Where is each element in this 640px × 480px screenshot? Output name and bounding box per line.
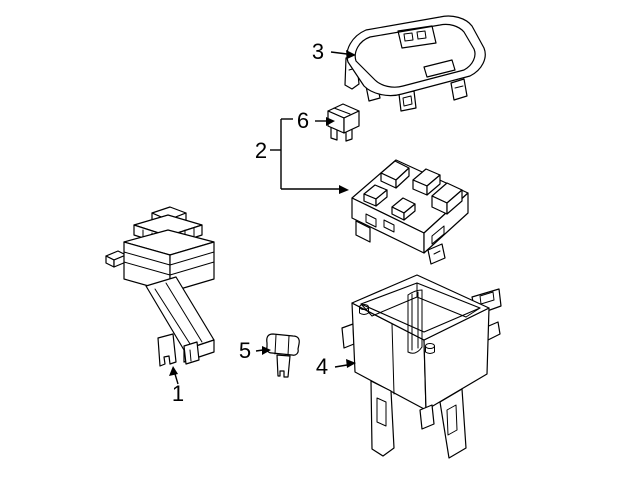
part-4-housing-drawing (341, 274, 502, 459)
callout-6-arrow-icon (315, 117, 335, 126)
callout-5-arrow-icon (255, 346, 271, 355)
callout-1-arrow-icon (169, 366, 179, 385)
callout-2-bracket (270, 118, 349, 194)
callout-label-3: 3 (311, 39, 325, 64)
part-5-fuse-drawing (266, 333, 300, 378)
callout-label-6: 6 (296, 108, 310, 133)
callout-label-5: 5 (238, 338, 252, 363)
part-6-relay-drawing (327, 103, 360, 142)
callout-label-2: 2 (254, 138, 268, 163)
callout-3-arrow-icon (330, 50, 356, 59)
part-1-fuse-box-drawing (105, 206, 215, 367)
callout-label-1: 1 (171, 381, 185, 406)
callout-label-4: 4 (315, 354, 329, 379)
callout-leaders (169, 50, 356, 385)
callout-4-arrow-icon (334, 359, 356, 368)
part-3-cover-drawing (344, 15, 486, 112)
part-2-fuse-block-drawing (351, 159, 469, 265)
